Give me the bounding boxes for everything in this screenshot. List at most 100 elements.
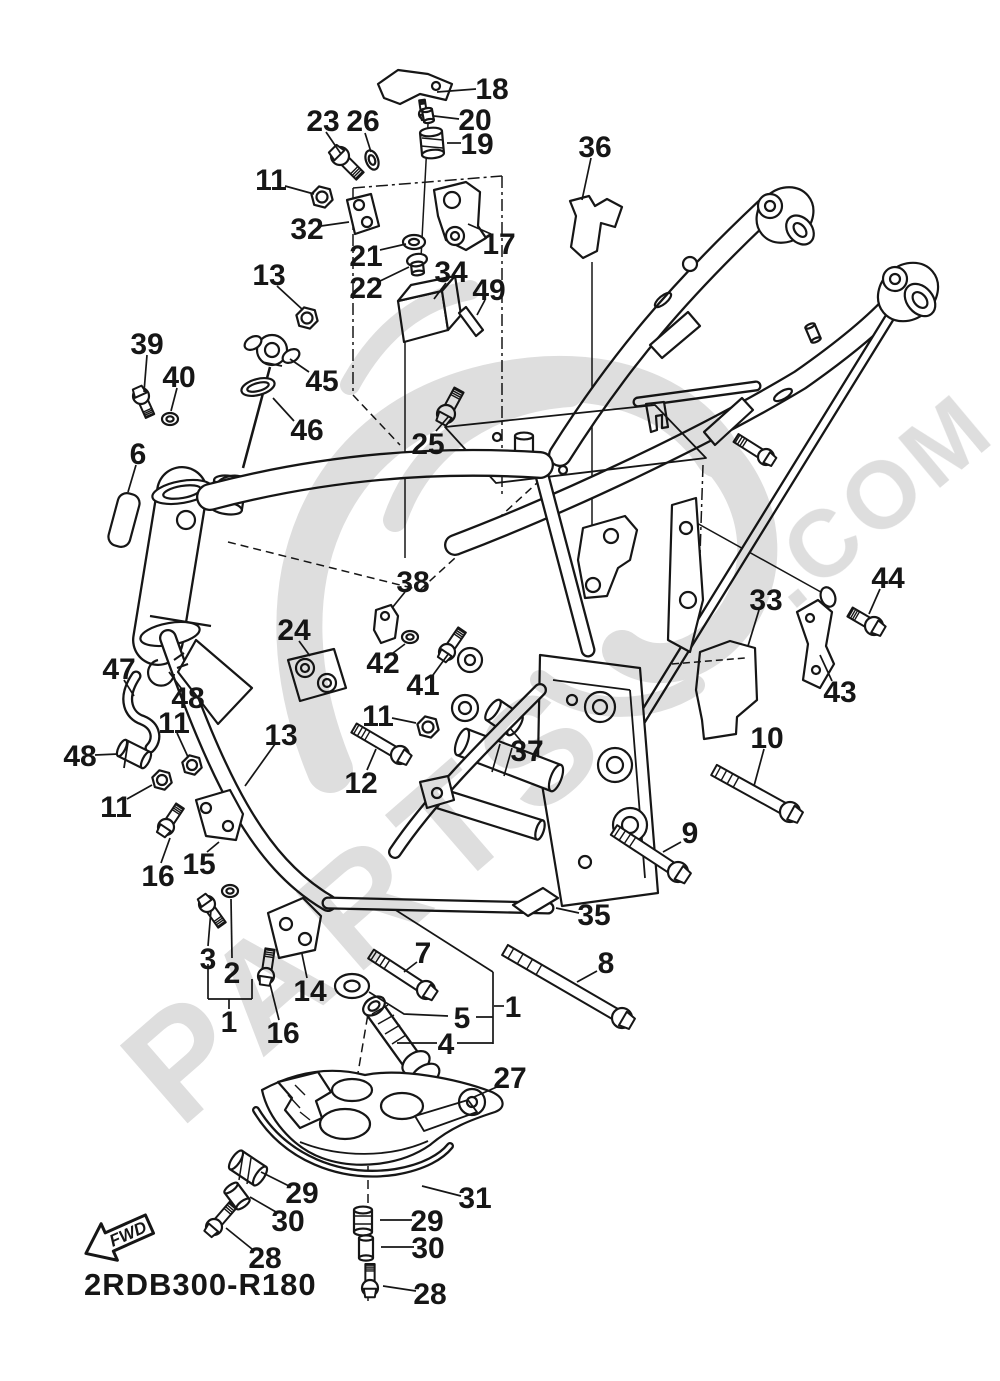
callout-26: 26: [346, 105, 380, 153]
callout-2: 2: [224, 898, 241, 990]
callout-11: 11: [100, 784, 153, 824]
callout-leader-line: [284, 185, 315, 195]
callout-16: 16: [141, 837, 175, 893]
callout-16: 16: [266, 983, 300, 1050]
callout-leader-line: [753, 748, 765, 787]
callout-number: 1: [221, 1006, 238, 1039]
callout-leader-line: [432, 652, 450, 676]
callout-number: 19: [460, 128, 493, 161]
callout-number: 31: [458, 1182, 491, 1215]
frame-artwork: [107, 68, 940, 1302]
callout-number: 15: [182, 848, 215, 881]
callout-leader-line: [576, 970, 598, 983]
callout-leader-line: [225, 1227, 253, 1250]
callout-36: 36: [578, 131, 612, 201]
callout-4: 4: [397, 1028, 455, 1061]
callout-leader-line: [364, 132, 372, 153]
callout-number: 37: [510, 735, 543, 768]
callout-9: 9: [662, 817, 698, 853]
callout-leader-line: [207, 909, 212, 947]
callout-number: 45: [305, 365, 338, 398]
callout-leader-line: [269, 983, 280, 1021]
callout-leader-line: [325, 131, 342, 155]
callout-leader-line: [581, 157, 592, 201]
callout-number: 1: [505, 991, 522, 1024]
callout-number: 29: [285, 1177, 318, 1210]
callout-number: 23: [306, 105, 339, 138]
callout-number: 17: [482, 228, 515, 261]
callout-number: 11: [255, 164, 287, 197]
callout-leader-line: [392, 643, 406, 654]
callout-38: 38: [391, 566, 430, 609]
callout-leader-line: [123, 679, 135, 697]
callout-number: 44: [871, 562, 905, 595]
callout-number: 38: [396, 566, 429, 599]
callout-32: 32: [290, 213, 350, 246]
callout-11: 11: [362, 700, 417, 733]
callout-number: 48: [63, 740, 96, 773]
callout-37: 37: [509, 727, 544, 768]
callout-leader-line: [433, 115, 460, 120]
callout-number: 20: [458, 104, 491, 137]
callout-43: 43: [819, 654, 857, 709]
callout-leader-line: [127, 464, 137, 493]
callout-13: 13: [252, 259, 304, 311]
callout-leader-line: [260, 1171, 290, 1187]
callout-leader-line: [436, 88, 477, 93]
callout-18: 18: [436, 73, 509, 106]
callout-leader-line: [379, 266, 410, 282]
callout-number: 6: [130, 438, 147, 471]
callout-14: 14: [293, 953, 327, 1008]
callout-number: 2: [224, 957, 241, 990]
callout-number: 42: [366, 647, 399, 680]
callout-leader-line: [391, 717, 417, 724]
callout-leader-line: [819, 654, 833, 682]
callout-22: 22: [349, 266, 410, 305]
callout-15: 15: [182, 841, 220, 881]
callout-leader-line: [382, 1285, 417, 1292]
callout-number: 3: [200, 943, 217, 976]
callout-28: 28: [382, 1278, 447, 1311]
callout-30: 30: [249, 1196, 305, 1238]
callout-number: 16: [266, 1017, 299, 1050]
callout-number: 41: [406, 669, 439, 702]
callout-number: 32: [290, 213, 323, 246]
callout-8: 8: [576, 947, 615, 983]
callout-number: 39: [130, 328, 163, 361]
callout-30: 30: [381, 1232, 445, 1265]
callout-leader-line: [868, 588, 881, 615]
callout-leader-line: [276, 285, 304, 311]
callout-leader-line: [126, 784, 153, 800]
callout-number: 11: [362, 700, 394, 733]
callout-46: 46: [272, 397, 324, 447]
callout-45: 45: [289, 358, 339, 398]
callout-number: 4: [438, 1028, 455, 1061]
callout-42: 42: [366, 643, 406, 680]
callout-1: 1: [221, 1006, 238, 1039]
callout-leader-line: [301, 953, 308, 979]
callout-number: 43: [823, 676, 856, 709]
callout-10: 10: [750, 722, 784, 787]
callout-leader-line: [170, 387, 178, 412]
callout-leader-line: [168, 671, 182, 689]
callout-5: 5: [368, 991, 470, 1035]
callout-leader-line: [509, 727, 522, 742]
callout-number: 30: [271, 1205, 304, 1238]
callout-leader-line: [272, 397, 295, 422]
callout-leader-line: [476, 299, 486, 316]
callout-leader-line: [379, 243, 407, 251]
callout-number: 14: [293, 975, 327, 1008]
callout-number: 30: [411, 1232, 444, 1265]
callout-number: 28: [413, 1278, 446, 1311]
callout-number: 8: [598, 947, 615, 980]
watermark-swirl-logo: [276, 280, 778, 793]
callout-35: 35: [555, 899, 611, 932]
callout-40: 40: [162, 361, 196, 412]
callout-1: 1: [494, 991, 521, 1024]
callout-number: 47: [102, 653, 135, 686]
callout-number: 36: [578, 131, 611, 164]
callout-48: 48: [168, 671, 205, 715]
callout-29: 29: [260, 1171, 319, 1210]
